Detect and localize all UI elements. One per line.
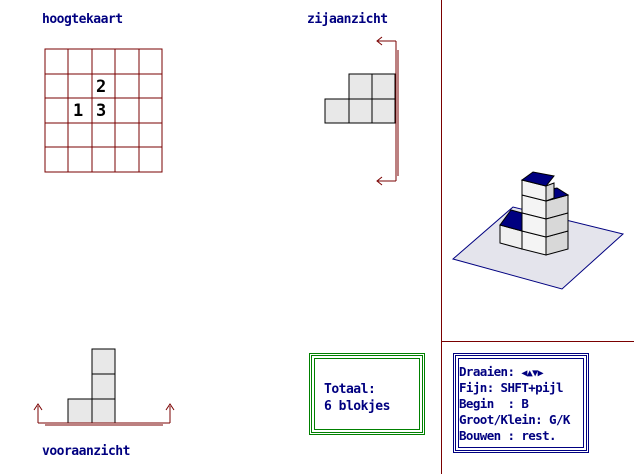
controls-build: Bouwen : rest. xyxy=(459,428,557,443)
divider-vertical xyxy=(441,0,442,474)
rotate-label: Draaien: xyxy=(459,364,515,379)
totals-count: 6 blokjes xyxy=(324,399,390,414)
totals-box-inner xyxy=(314,358,420,430)
height-cell-2: 2 xyxy=(96,77,106,97)
rotate-arrows-icon: ◀▲▼▶ xyxy=(521,368,544,379)
height-map-grid[interactable] xyxy=(44,48,163,173)
controls-begin: Begin : B xyxy=(459,396,529,411)
side-view-label: zijaanzicht xyxy=(307,12,388,27)
height-cell-1: 1 xyxy=(73,101,83,121)
isometric-view[interactable] xyxy=(451,171,625,290)
controls-box-inner xyxy=(458,358,584,448)
controls-size: Groot/Klein: G/K xyxy=(459,412,570,427)
totals-box: Totaal: 6 blokjes xyxy=(309,353,425,435)
height-map-label: hoogtekaart xyxy=(42,12,123,27)
divider-horizontal xyxy=(441,341,634,342)
front-view-label: vooraanzicht xyxy=(42,444,130,459)
front-view xyxy=(67,348,116,424)
totals-label: Totaal: xyxy=(324,382,376,397)
controls-fine: Fijn: SHFT+pijl xyxy=(459,380,563,395)
side-view xyxy=(324,73,396,124)
controls-box: Draaien: ◀▲▼▶ Fijn: SHFT+pijl Begin : B … xyxy=(453,353,589,453)
side-view-axis xyxy=(376,36,399,186)
front-view-axis xyxy=(33,403,175,426)
height-cell-3: 3 xyxy=(96,101,106,121)
controls-rotate: Draaien: ◀▲▼▶ xyxy=(459,364,544,379)
